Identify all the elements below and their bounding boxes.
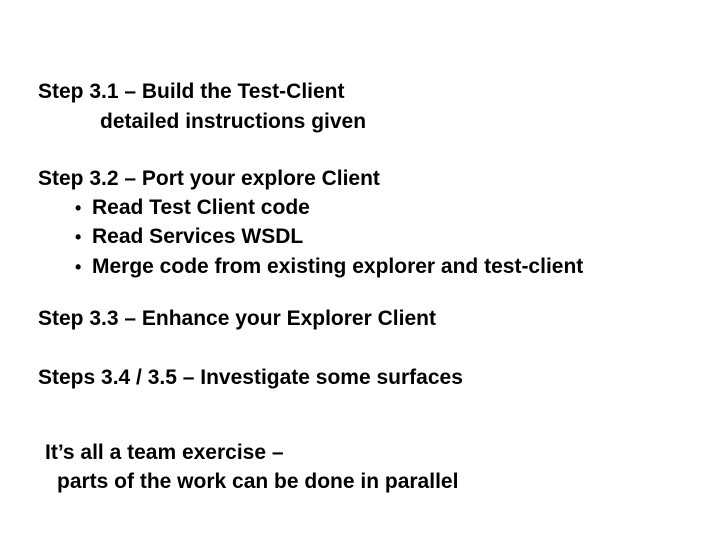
footer-line-2: parts of the work can be done in paralle… <box>57 470 459 493</box>
bullet-icon: • <box>75 257 82 277</box>
step-3-2-bullet-item: • Read Services WSDL <box>75 225 303 249</box>
bullet-icon: • <box>75 198 82 218</box>
footer-line-1: It’s all a team exercise – <box>45 441 284 464</box>
step-3-1-subline: detailed instructions given <box>100 110 367 133</box>
bullet-icon: • <box>75 227 82 247</box>
bullet-text: Read Test Client code <box>92 196 310 219</box>
step-3-3-title: Step 3.3 – Enhance your Explorer Client <box>38 307 436 330</box>
bullet-text: Merge code from existing explorer and te… <box>92 255 584 278</box>
bullet-text: Read Services WSDL <box>92 225 304 248</box>
steps-3-4-3-5-title: Steps 3.4 / 3.5 – Investigate some surfa… <box>38 366 463 389</box>
step-3-2-title: Step 3.2 – Port your explore Client <box>38 167 380 190</box>
step-3-2-bullet-item: • Read Test Client code <box>75 196 310 220</box>
step-3-2-bullet-item: • Merge code from existing explorer and … <box>75 255 583 279</box>
step-3-1-title: Step 3.1 – Build the Test-Client <box>38 80 345 103</box>
